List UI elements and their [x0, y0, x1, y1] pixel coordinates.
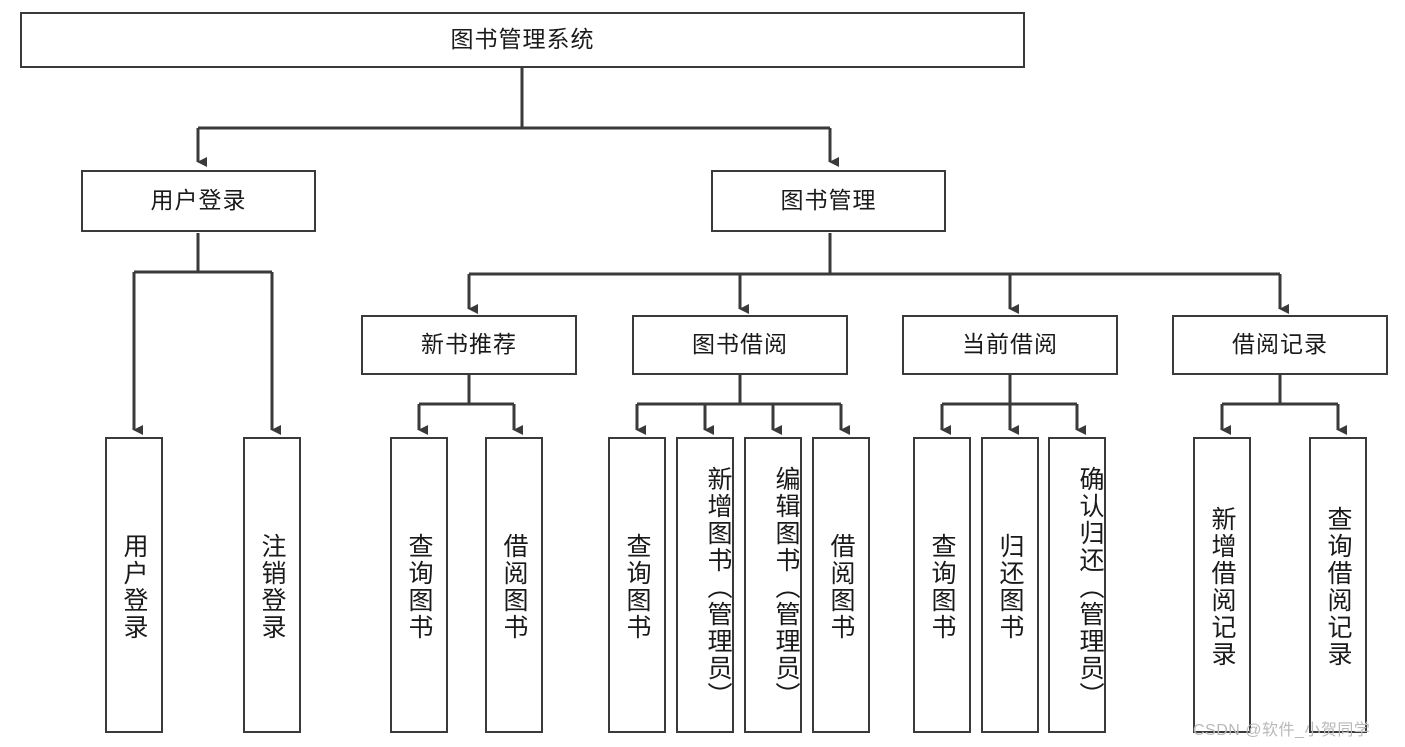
leaf-query-book-1[interactable]: 查询图书	[390, 437, 448, 733]
leaf-confirm-return[interactable]: 确认归还（管理员）	[1048, 437, 1106, 733]
edge-group-root	[196, 68, 839, 167]
node-book-borrow[interactable]: 图书借阅	[632, 315, 848, 375]
node-user-login[interactable]: 用户登录	[81, 170, 316, 232]
leaf-borrow-book-1[interactable]: 借阅图书	[485, 437, 543, 733]
node-book-manage[interactable]: 图书管理	[711, 170, 946, 232]
leaf-edit-book[interactable]: 编辑图书（管理员）	[744, 437, 802, 733]
leaf-borrow-book-2[interactable]: 借阅图书	[812, 437, 870, 733]
edge-group-current-borrow	[940, 375, 1086, 435]
leaf-query-book-2[interactable]: 查询图书	[608, 437, 666, 733]
edge-group-user-login	[132, 233, 281, 435]
node-borrow-record[interactable]: 借阅记录	[1172, 315, 1388, 375]
node-root[interactable]: 图书管理系统	[20, 12, 1025, 68]
leaf-query-record[interactable]: 查询借阅记录	[1309, 437, 1367, 733]
leaf-add-book[interactable]: 新增图书（管理员）	[676, 437, 734, 733]
edge-group-book-borrow	[635, 375, 850, 435]
edge-group-new-book-recommend	[417, 375, 523, 435]
leaf-user-login[interactable]: 用户登录	[105, 437, 163, 733]
leaf-add-record[interactable]: 新增借阅记录	[1193, 437, 1251, 733]
csdn-watermark: CSDN @软件_小贺同学	[1193, 722, 1371, 739]
leaf-logout-login[interactable]: 注销登录	[243, 437, 301, 733]
node-new-book-recommend[interactable]: 新书推荐	[361, 315, 577, 375]
edge-group-book-manage	[467, 233, 1289, 314]
leaf-return-book[interactable]: 归还图书	[981, 437, 1039, 733]
leaf-query-book-3[interactable]: 查询图书	[913, 437, 971, 733]
edge-group-borrow-record	[1220, 375, 1347, 435]
node-current-borrow[interactable]: 当前借阅	[902, 315, 1118, 375]
